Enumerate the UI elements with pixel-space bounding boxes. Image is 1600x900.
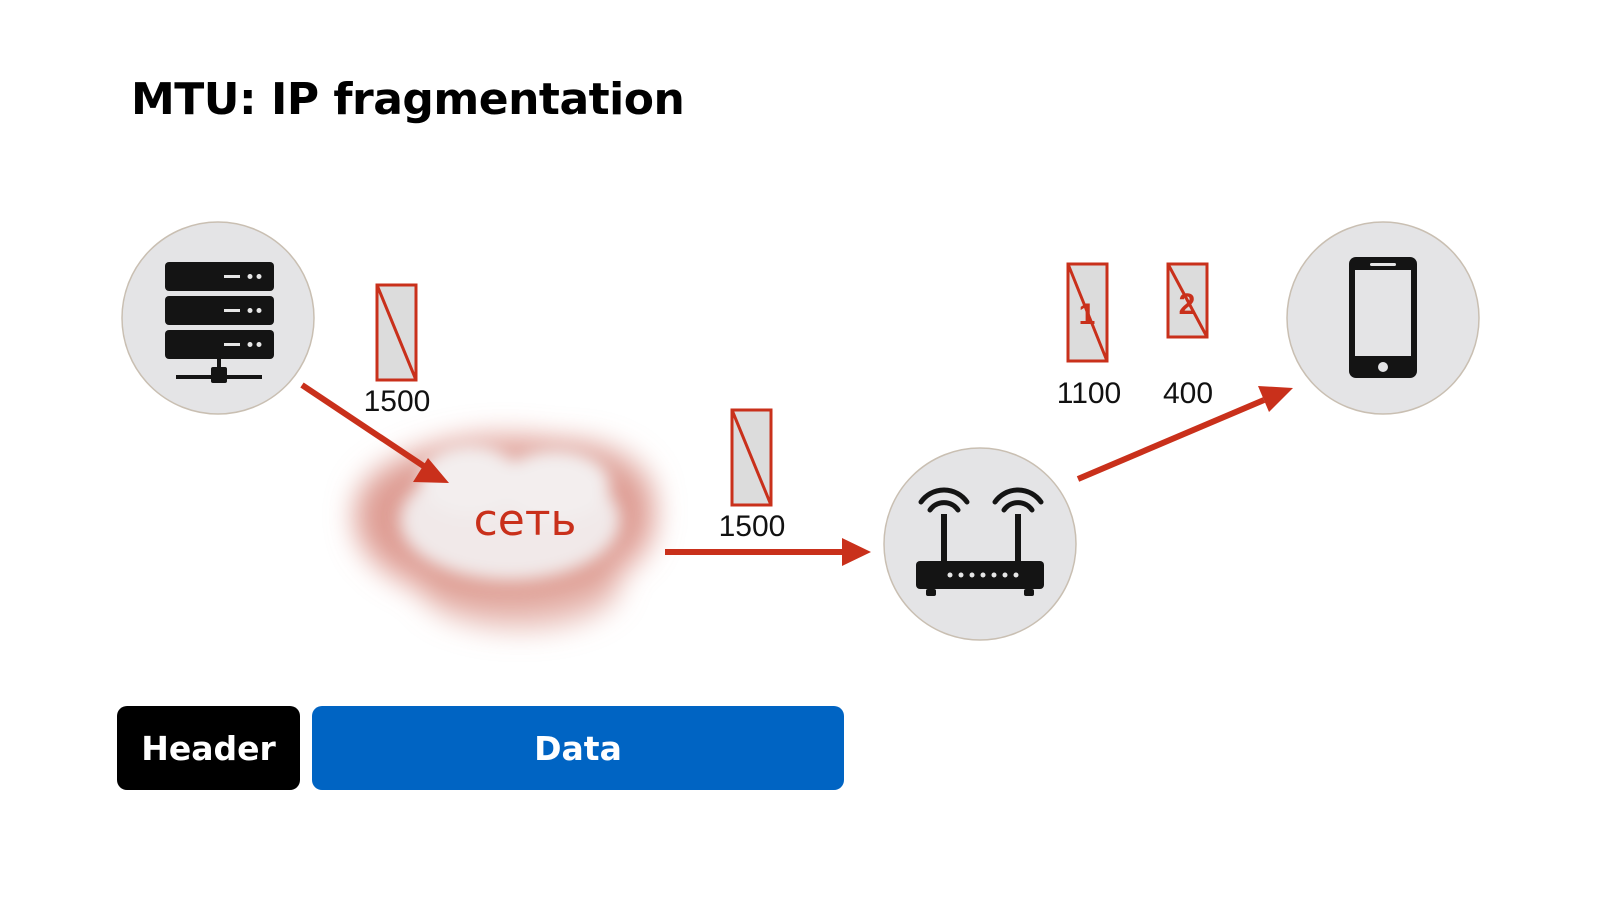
packet-fragment-2	[1166, 262, 1209, 339]
fragment-number: 2	[1179, 288, 1196, 321]
smartphone-icon	[1349, 257, 1417, 378]
phone-node	[1286, 221, 1480, 415]
packet-cloud-to-router	[730, 408, 773, 507]
fragment-number: 1	[1079, 298, 1096, 331]
slide-title: MTU: IP fragmentation	[131, 74, 685, 125]
packet-size-label: 1500	[364, 385, 431, 418]
header-bar: Header	[117, 706, 300, 790]
router-node	[883, 447, 1077, 641]
data-bar: Data	[312, 706, 844, 790]
arrow-server-to-cloud	[300, 382, 449, 483]
packet-size-label: 1500	[719, 510, 786, 543]
packet-size-label: 400	[1163, 377, 1213, 410]
packet-size-label: 1100	[1057, 377, 1122, 410]
server-icon	[165, 262, 274, 383]
cloud-label: сеть	[474, 495, 577, 546]
server-node	[121, 221, 315, 415]
arrow-router-to-phone	[1076, 386, 1293, 482]
arrow-cloud-to-router	[665, 538, 871, 566]
wifi-router-icon	[916, 487, 1044, 596]
packet-fragment-1	[1066, 262, 1109, 363]
cloud-icon	[355, 435, 655, 630]
packet-server-to-cloud	[375, 283, 418, 382]
